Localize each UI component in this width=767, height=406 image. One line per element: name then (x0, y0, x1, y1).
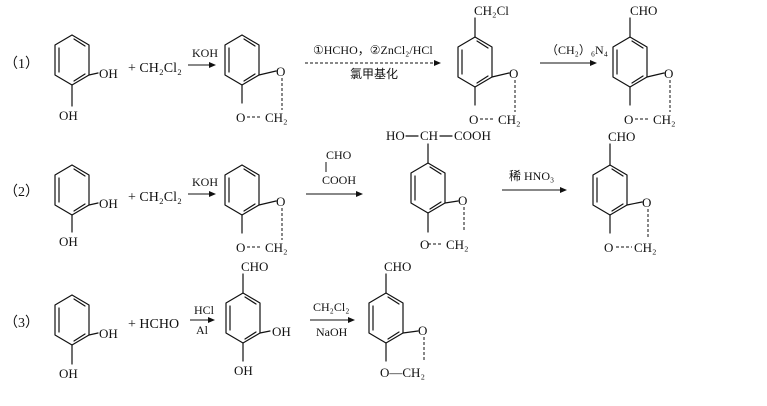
glyoxylic-aldehyde: CHO (326, 148, 352, 162)
methylenedioxy-bridge: O—CH₂ (380, 365, 425, 380)
hydroxyl-group: OH (99, 326, 118, 341)
ring-oxygen: O (276, 64, 285, 79)
ring-oxygen: O (420, 237, 429, 252)
catechol-1: OH OH (54, 34, 118, 123)
benzene-ring (457, 17, 510, 106)
koh-label: KOH (192, 175, 218, 189)
benzene-ring (224, 164, 277, 234)
route-2: （2） OH OH + CH₂Cl₂ KOH (4, 128, 657, 255)
methylene-group: CH₂ (265, 110, 288, 125)
hydroxyl-group: OH (59, 108, 78, 123)
hydroxy-label: HO (386, 128, 405, 143)
benzene-ring (225, 273, 271, 362)
mandelic-acid-intermediate: HO CH COOH O O CH₂ (386, 128, 491, 252)
hydroxyl-group: OH (99, 196, 118, 211)
ring-oxygen: O (624, 112, 633, 127)
methine-label: CH (420, 128, 438, 143)
koh-label: KOH (192, 46, 218, 60)
benzene-ring (410, 143, 459, 233)
arrow-koh: KOH (188, 175, 218, 197)
hydroxyl-group: OH (99, 66, 118, 81)
ring-oxygen: O (418, 323, 427, 338)
piperonal-2: CHO O O CH₂ (592, 129, 657, 255)
arrow-hexamine: （CH₂）₆N₄ (540, 43, 608, 66)
protocatechualdehyde: CHO OH OH (225, 259, 291, 378)
benzene-ring (612, 17, 665, 106)
ring-oxygen: O (276, 194, 285, 209)
piperonal-3: CHO O O—CH₂ (368, 259, 427, 380)
arrow-koh: KOH (188, 46, 218, 68)
ring-oxygen: O (509, 66, 518, 81)
naoh-label: NaOH (316, 325, 348, 339)
arrow-ch2cl2-naoh: CH₂Cl₂ NaOH (310, 300, 355, 339)
aldehyde-group: CHO (384, 259, 411, 274)
hydroxyl-group: OH (59, 234, 78, 249)
route-2-label: （2） (4, 184, 39, 200)
ring-oxygen: O (604, 240, 613, 255)
ring-oxygen: O (458, 193, 467, 208)
route-3-label: （3） (4, 315, 39, 331)
carboxyl-label: COOH (454, 128, 491, 143)
methylene-group: CH₂ (446, 237, 469, 252)
catechol-2: OH OH (54, 164, 118, 249)
benzene-ring (54, 294, 99, 365)
dilute-nitric-label: 稀 HNO₃ (509, 169, 554, 183)
methylene-group: CH₂ (634, 240, 657, 255)
reagent-formaldehyde: + HCHO (128, 317, 179, 332)
benzene-ring (592, 143, 643, 234)
hydroxyl-group: OH (234, 363, 253, 378)
hcl-label: HCl (194, 303, 215, 317)
ring-oxygen: O (469, 112, 478, 127)
reagent-dichloromethane: + CH₂Cl₂ (128, 61, 182, 76)
aldehyde-group: CHO (608, 129, 635, 144)
ring-oxygen: O (664, 66, 673, 81)
arrow-chloromethylation: ①HCHO，②ZnCl₂/HCl 氯甲基化 (305, 43, 441, 81)
ch2cl2-label: CH₂Cl₂ (313, 300, 349, 314)
methylene-group: CH₂ (653, 112, 676, 127)
route-1: （1） OH OH + CH₂Cl₂ KOH (4, 3, 676, 127)
ring-oxygen: O (236, 110, 245, 125)
al-label: Al (196, 323, 209, 337)
benzodioxole-2: O O CH₂ (224, 164, 288, 255)
route-1-label: （1） (4, 56, 39, 72)
ring-oxygen: O (642, 195, 651, 210)
chloromethyl-benzodioxole: CH₂Cl O O CH₂ (457, 3, 521, 127)
benzene-ring (54, 164, 99, 233)
chloromethylation-conditions: ①HCHO，②ZnCl₂/HCl (313, 43, 433, 57)
methylene-group: CH₂ (265, 240, 288, 255)
hexamine-label: （CH₂）₆N₄ (546, 43, 608, 57)
benzene-ring (224, 34, 277, 104)
arrow-dilute-nitric: 稀 HNO₃ (502, 169, 567, 193)
arrow-hcl-al: HCl Al (190, 303, 215, 337)
aldehyde-group: CHO (630, 3, 657, 18)
glyoxylic-acid-group: COOH (322, 173, 356, 187)
chloromethyl-group: CH₂Cl (474, 3, 509, 18)
route-3: （3） OH OH + HCHO HCl Al (4, 259, 427, 381)
catechol-3: OH OH (54, 294, 118, 381)
reagent-dichloromethane: + CH₂Cl₂ (128, 190, 182, 205)
hydroxyl-group: OH (59, 366, 78, 381)
benzene-ring (54, 34, 99, 107)
methylene-group: CH₂ (498, 112, 521, 127)
arrow-glyoxylic-acid: CHO COOH (306, 148, 363, 197)
hydroxyl-group: OH (272, 324, 291, 339)
benzene-ring (368, 273, 419, 362)
aldehyde-group: CHO (241, 259, 268, 274)
benzodioxole-1: O O CH₂ (224, 34, 288, 125)
ring-oxygen: O (236, 240, 245, 255)
chloromethylation-name: 氯甲基化 (350, 67, 398, 81)
piperonal-1: CHO O O CH₂ (612, 3, 676, 127)
